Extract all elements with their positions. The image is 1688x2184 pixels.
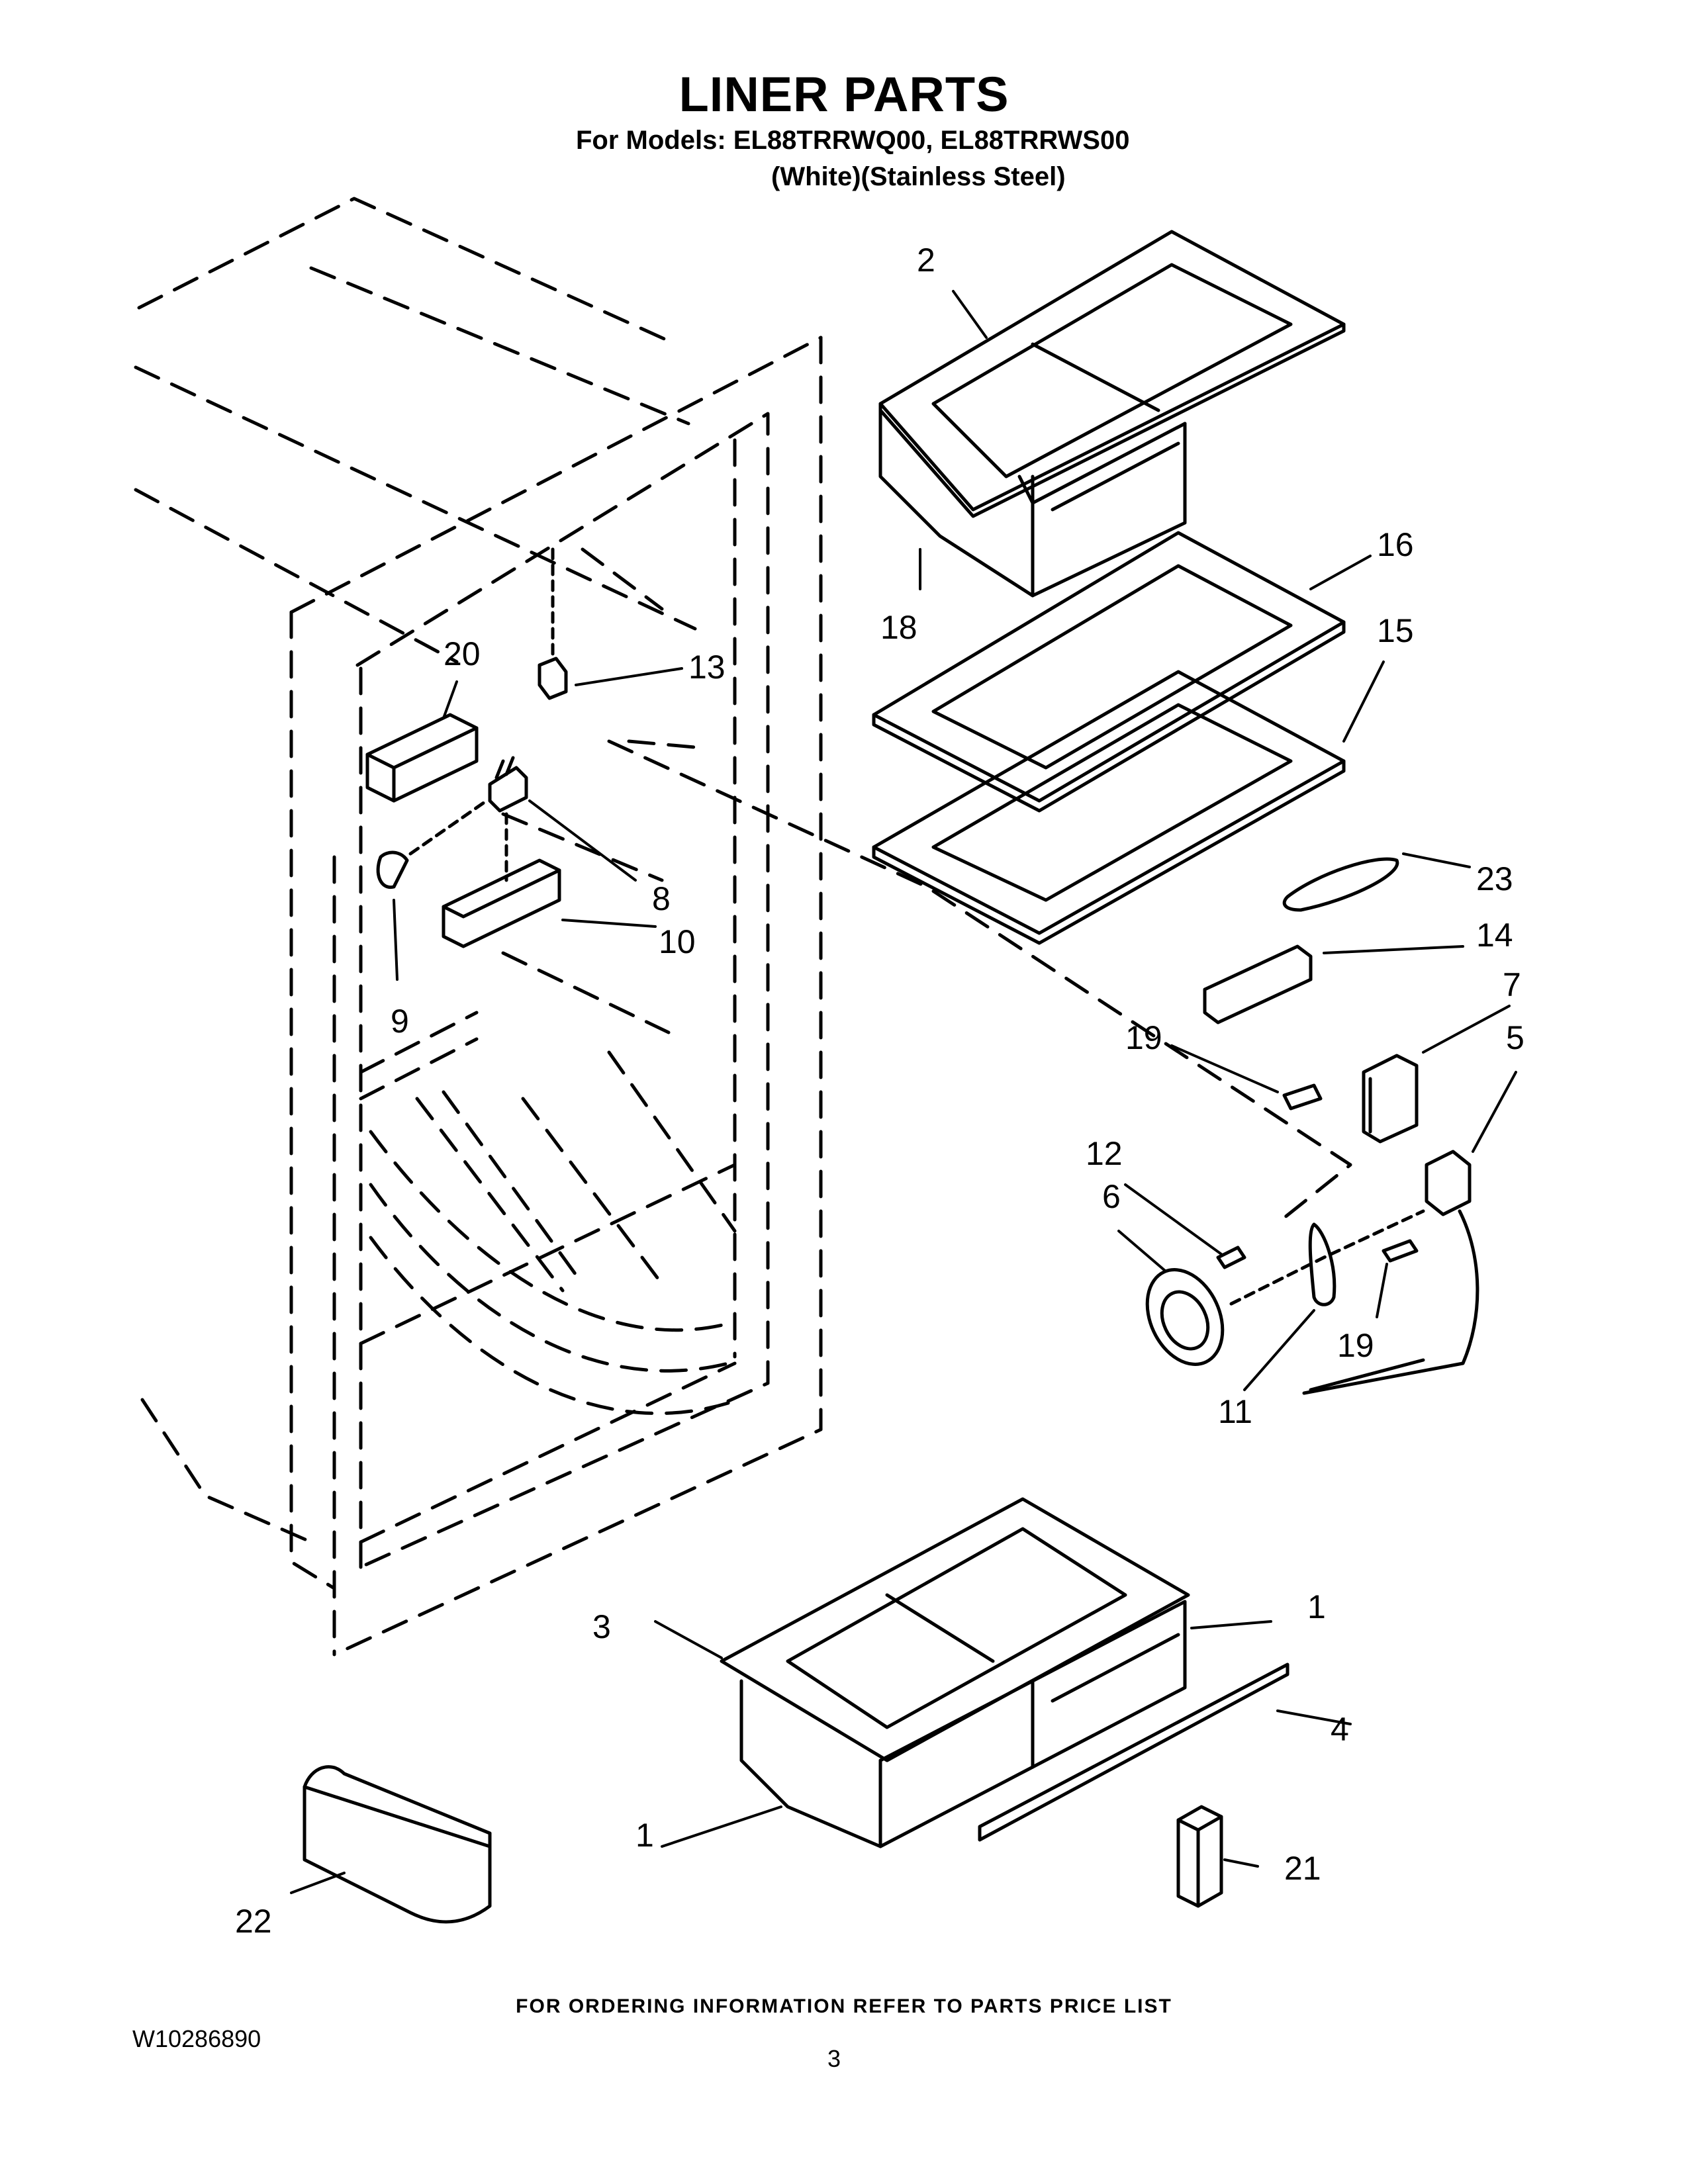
callout-21: 21: [1284, 1850, 1321, 1887]
callout-labels: 2 18 16 15 20 13 8 10 9 23 14 7 19 5 12 …: [235, 242, 1524, 1940]
callout-2: 2: [917, 242, 935, 279]
callout-15: 15: [1377, 612, 1414, 649]
part-22-bin: [303, 1765, 492, 1924]
part-3-crisper-cover: [720, 1497, 1190, 1762]
callout-18: 18: [880, 609, 917, 646]
callout-1-right: 1: [1307, 1588, 1326, 1625]
part-1-crisper-drawer-left: [739, 1679, 1035, 1848]
callout-16: 16: [1377, 526, 1414, 563]
part-7-control: [1362, 1054, 1419, 1144]
callout-8: 8: [652, 880, 671, 917]
callout-10: 10: [659, 923, 696, 960]
callout-23: 23: [1476, 860, 1513, 897]
part-2-crisper-cover: [878, 230, 1346, 518]
models-line: For Models: EL88TRRWQ00, EL88TRRWS00: [576, 126, 1130, 155]
callout-22: 22: [235, 1903, 272, 1940]
part-13-switch: [538, 657, 568, 700]
part-8-socket: [488, 756, 528, 813]
part-19-screw-lower: [1382, 1239, 1419, 1263]
callout-11: 11: [1218, 1393, 1252, 1430]
callout-4: 4: [1331, 1711, 1349, 1748]
document-number: W10286890: [132, 2025, 261, 2052]
callout-5: 5: [1506, 1019, 1524, 1056]
page-title: LINER PARTS: [679, 67, 1009, 122]
ordering-note: FOR ORDERING INFORMATION REFER TO PARTS …: [516, 1995, 1172, 2017]
part-16-shelf-frame: [872, 531, 1346, 813]
callout-19-upper: 19: [1125, 1019, 1162, 1056]
leader-lines: [290, 290, 1517, 1894]
callout-20: 20: [444, 635, 481, 672]
part-14-cover: [1203, 944, 1313, 1024]
callout-12: 12: [1086, 1135, 1123, 1172]
part-9-bulb: [376, 850, 409, 889]
cabinet-liner-outline: [134, 197, 1352, 1657]
callout-9: 9: [391, 1003, 409, 1040]
part-15-shelf-glass: [872, 670, 1346, 945]
callout-7: 7: [1503, 966, 1521, 1003]
callout-13: 13: [688, 649, 726, 686]
part-10-bracket: [442, 858, 561, 948]
part-4-rail: [978, 1662, 1289, 1842]
dashed-link-bulb-socket: [408, 799, 489, 856]
page-number: 3: [827, 2045, 841, 2072]
part-6-knob: [1145, 1268, 1225, 1366]
callout-3: 3: [592, 1608, 611, 1645]
callout-1-left: 1: [635, 1817, 654, 1854]
part-21-block: [1176, 1805, 1223, 1908]
part-20-light-housing: [365, 713, 479, 803]
callout-19-lower: 19: [1337, 1327, 1374, 1364]
part-12-screw: [1216, 1246, 1246, 1269]
part-19-screw-upper: [1282, 1083, 1323, 1111]
part-11-bracket: [1308, 1222, 1336, 1306]
part-5-thermostat: [1302, 1150, 1479, 1395]
part-23-trim: [1282, 857, 1399, 912]
callout-6: 6: [1102, 1178, 1121, 1215]
dashed-link-control: [1229, 1209, 1425, 1306]
variants-line: (White)(Stainless Steel): [771, 162, 1066, 191]
part-1-crisper-drawer-right: [1031, 1600, 1187, 1769]
callout-14: 14: [1476, 917, 1513, 954]
part-18-crisper-drawer: [878, 408, 1187, 598]
